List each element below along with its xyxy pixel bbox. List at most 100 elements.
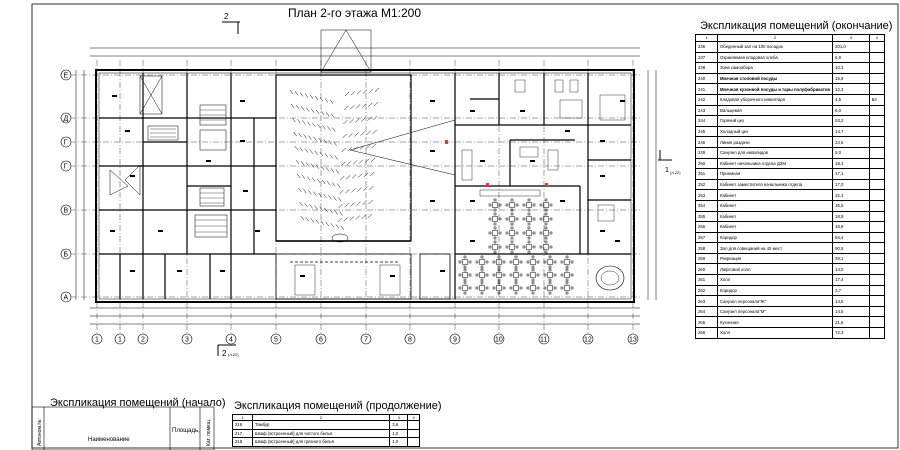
left-block-walls bbox=[99, 73, 276, 299]
seat bbox=[368, 102, 373, 107]
seat bbox=[354, 132, 359, 137]
seat bbox=[303, 134, 307, 139]
axis-marker-col: 4 bbox=[225, 333, 237, 345]
table-cell-area: 12,3 bbox=[832, 83, 870, 95]
grid-axes-vertical bbox=[96, 60, 634, 333]
seat bbox=[347, 147, 352, 152]
table-header-cell: 1 bbox=[695, 34, 718, 42]
seat bbox=[304, 203, 308, 208]
cafe-table bbox=[505, 240, 519, 254]
seat bbox=[340, 225, 344, 230]
seat bbox=[340, 161, 346, 167]
room-label-mark bbox=[177, 270, 182, 272]
seat bbox=[331, 113, 335, 118]
mid-table-title: Экспликация помещений (продолжение) bbox=[234, 400, 442, 412]
section-mark-top: 2 bbox=[222, 12, 240, 34]
table-cell-area: 17,4 bbox=[832, 274, 870, 286]
seat bbox=[308, 190, 312, 195]
table-cell-area: 6,9 bbox=[832, 51, 870, 64]
seat bbox=[297, 119, 301, 124]
seat bbox=[364, 158, 370, 163]
seat bbox=[357, 187, 362, 192]
axis-marker-row: Б bbox=[60, 248, 72, 260]
seat bbox=[335, 224, 339, 229]
table-cell-name: Охраняемая кладовая хлеба bbox=[716, 51, 834, 64]
seat bbox=[324, 207, 328, 213]
table-cell-name: Рекреация bbox=[716, 252, 834, 265]
cafe-table bbox=[488, 226, 502, 240]
table-cell-no: 216 bbox=[232, 420, 253, 430]
seat bbox=[319, 206, 323, 211]
seat bbox=[350, 91, 356, 96]
room-label-mark bbox=[530, 160, 535, 162]
seat bbox=[311, 108, 315, 113]
svg-text:4: 4 bbox=[229, 337, 233, 344]
axis-marker-col: 6 bbox=[315, 333, 327, 345]
table-cell-area: 14,7 bbox=[832, 125, 870, 138]
room-label-mark bbox=[470, 240, 475, 242]
room-label-mark bbox=[430, 100, 435, 102]
table-cell-no: 255 bbox=[695, 210, 718, 223]
table-cell-no: 240 bbox=[695, 72, 718, 85]
cafe-table bbox=[522, 226, 536, 240]
table-cell-extra bbox=[868, 263, 886, 276]
seat bbox=[298, 133, 302, 138]
seat bbox=[355, 215, 360, 220]
room-label-mark bbox=[440, 270, 445, 272]
seat bbox=[340, 175, 345, 181]
cafe-table bbox=[509, 255, 523, 269]
seat bbox=[348, 133, 353, 138]
seat bbox=[306, 107, 310, 112]
table-cell-area: 14,0 bbox=[832, 263, 870, 276]
table-header-cell: 2 bbox=[251, 414, 391, 421]
svg-text:3: 3 bbox=[185, 337, 189, 344]
axis-marker-col: 12 bbox=[582, 333, 594, 345]
room-label-mark bbox=[206, 160, 211, 162]
seat bbox=[328, 195, 332, 200]
axis-marker-row: А bbox=[60, 291, 72, 303]
table-cell-extra bbox=[868, 231, 886, 244]
seat bbox=[323, 139, 327, 144]
seat bbox=[320, 165, 325, 171]
table-cell-extra bbox=[868, 305, 886, 318]
axis-marker-row: Е bbox=[60, 69, 72, 81]
axis-marker-col: 11 bbox=[538, 333, 550, 345]
svg-text:(л.22): (л.22) bbox=[670, 170, 681, 175]
seat bbox=[371, 143, 376, 149]
seat bbox=[325, 167, 330, 172]
axis-marker-col: 1 bbox=[91, 333, 103, 345]
axis-marker-row: Г bbox=[60, 160, 72, 172]
seat bbox=[310, 163, 315, 168]
table-cell-name: Холл bbox=[716, 327, 834, 339]
cafe-table bbox=[505, 212, 519, 226]
svg-text:9: 9 bbox=[453, 337, 457, 344]
seat bbox=[319, 151, 323, 157]
table-cell-no: 253 bbox=[695, 189, 718, 201]
seat bbox=[338, 203, 343, 209]
cafe-table bbox=[522, 198, 536, 212]
seat bbox=[320, 220, 324, 225]
table-cell-name: Кабинет bbox=[716, 210, 834, 223]
seat bbox=[316, 109, 320, 115]
seat bbox=[367, 213, 372, 219]
seat bbox=[322, 125, 326, 130]
room-label-mark bbox=[430, 200, 435, 202]
room-label-mark bbox=[220, 270, 225, 272]
room-label-mark bbox=[470, 110, 475, 112]
seat bbox=[356, 104, 361, 109]
